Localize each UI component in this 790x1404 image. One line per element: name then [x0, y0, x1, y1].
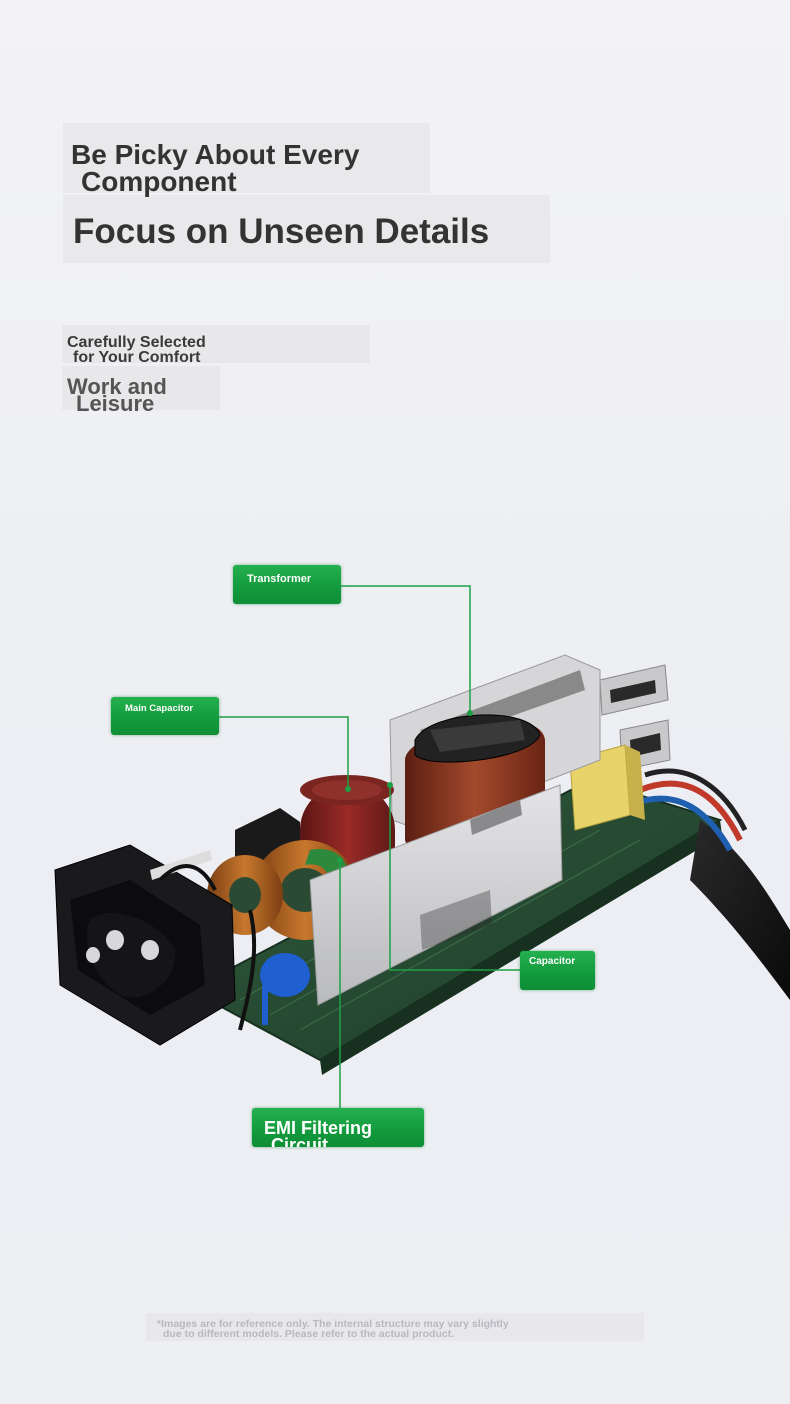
label-main-capacitor-text: Main Capacitor	[125, 703, 194, 714]
leader-capacitor	[389, 785, 520, 971]
leader-transformer	[341, 585, 471, 713]
label-capacitor-text: Capacitor	[529, 956, 576, 967]
label-transformer: Transformer	[233, 565, 341, 604]
dc-cable	[690, 820, 790, 1000]
heading-backdrop	[63, 123, 430, 193]
leader-main-capacitor	[219, 716, 349, 789]
subheading-line-2: for Your Comfort	[73, 349, 201, 366]
subheading-line-3: Work and	[67, 374, 167, 399]
label-capacitor: Capacitor	[520, 951, 595, 990]
label-main-capacitor: Main Capacitor	[111, 697, 219, 735]
blue-capacitor	[260, 953, 310, 997]
label-emi-filtering: EMI Filtering Circuit	[252, 1108, 424, 1147]
ac-socket	[54, 844, 236, 1046]
heading-line-1: Be Picky About Every	[71, 139, 360, 170]
label-emi-line-2: Circuit	[271, 1135, 329, 1147]
heading-line-2: Component	[81, 166, 237, 197]
disclaimer-line-1: *Images are for reference only. The inte…	[157, 1318, 509, 1330]
heading-backdrop-2	[63, 195, 550, 263]
heading-line-3: Focus on Unseen Details	[73, 212, 490, 251]
disclaimer-backdrop	[146, 1313, 644, 1341]
subheading-line-1: Carefully Selected	[67, 334, 206, 351]
subheading-backdrop	[62, 325, 370, 363]
label-emi-line-1: EMI Filtering	[264, 1118, 372, 1138]
label-transformer-text: Transformer	[247, 573, 312, 585]
subheading-line-4: Leisure	[76, 391, 155, 416]
shield-plate	[309, 784, 563, 1006]
subheading-backdrop-2	[62, 366, 220, 410]
disclaimer-line-2: due to different models. Please refer to…	[163, 1328, 455, 1340]
